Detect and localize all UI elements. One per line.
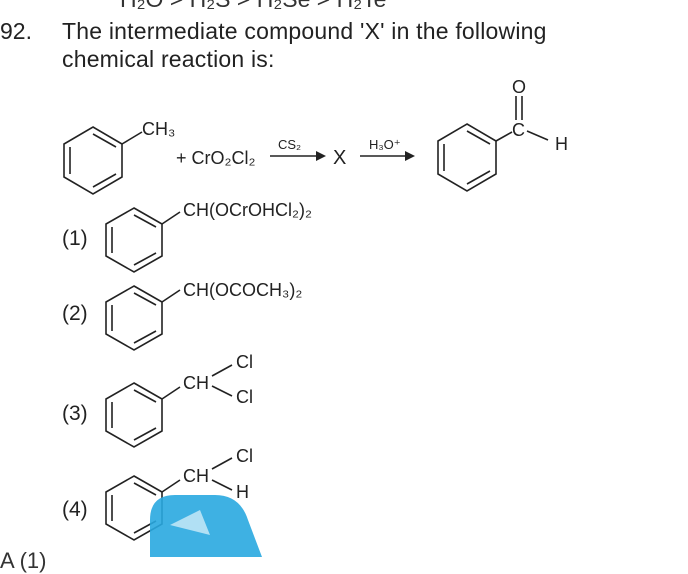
option-3-top-substituent: Cl	[236, 352, 253, 372]
question-text-line2: chemical reaction is:	[62, 46, 275, 72]
answer-partial: A (1)	[0, 548, 47, 573]
intermediate-x: X	[333, 147, 346, 169]
option-3-benzene-ring	[105, 364, 233, 448]
option-2-label[interactable]: (2)	[62, 302, 88, 325]
reagent-chromyl-chloride: + CrO₂Cl₂	[176, 148, 255, 168]
option-1-label[interactable]: (1)	[62, 227, 88, 250]
option-3-ch: CH	[183, 373, 209, 393]
option-1-benzene-ring	[105, 207, 181, 273]
option-2-substituent: CH(OCOCH₃)₂	[183, 280, 302, 300]
hydrolysis-label: H₃O⁺	[369, 137, 401, 152]
question-text-line1: The intermediate compound 'X' in the fol…	[62, 18, 547, 44]
benzaldehyde-benzene-ring	[437, 96, 549, 192]
reaction-arrow-1	[270, 151, 326, 161]
option-4-top-substituent: Cl	[236, 446, 253, 466]
solvent-label: CS₂	[278, 137, 301, 152]
option-4-ch: CH	[183, 466, 209, 486]
option-4-benzene-ring	[105, 457, 233, 541]
aldehyde-carbon: C	[512, 120, 525, 140]
toluene-benzene-ring	[63, 126, 143, 195]
option-2-benzene-ring	[105, 285, 181, 351]
option-1-substituent: CH(OCrOHCl₂)₂	[183, 200, 312, 220]
option-3-label[interactable]: (3)	[62, 402, 88, 425]
previous-answer-partial: H₂O > H₂S > H₂Se > H₂Te	[120, 0, 386, 13]
methyl-group-label: CH₃	[142, 119, 175, 139]
option-4-bottom-substituent: H	[236, 482, 249, 502]
option-4-label[interactable]: (4)	[62, 498, 88, 521]
aldehyde-hydrogen: H	[555, 134, 568, 154]
option-3-bottom-substituent: Cl	[236, 387, 253, 407]
reaction-arrow-2	[360, 151, 415, 161]
reaction-scheme: CH₃ + CrO₂Cl₂ CS₂ X H₃O⁺ O C H	[63, 77, 568, 541]
aldehyde-oxygen: O	[512, 77, 526, 97]
question-number: 92.	[0, 18, 32, 44]
